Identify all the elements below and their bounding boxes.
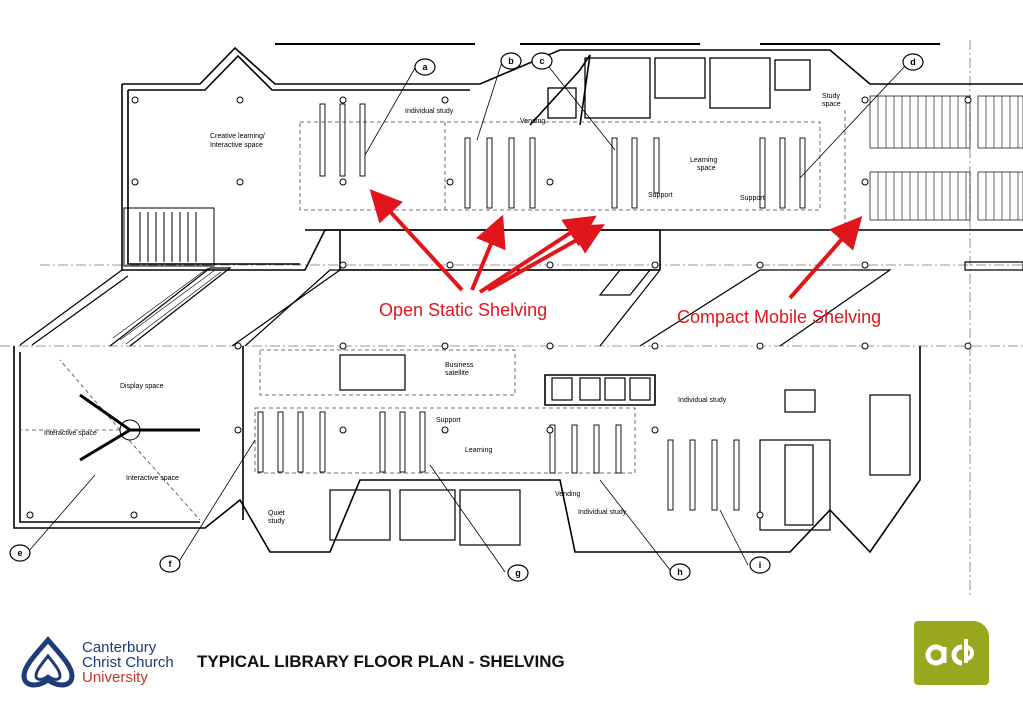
svg-text:a: a (422, 62, 428, 72)
label-individual-study-upper: Individual study (405, 108, 454, 115)
upper-open-shelving (319, 103, 806, 209)
label-quiet-2: study (268, 518, 285, 525)
logo-line-3: University (82, 669, 148, 686)
arrow-open-1 (369, 189, 464, 292)
university-logo: Canterbury Christ Church University (18, 636, 193, 692)
label-interactive-2: Interactive space (126, 475, 179, 482)
label-support-upper-1: Support (648, 192, 673, 199)
upper-toilets (547, 57, 811, 119)
label-learning-space: Learning (690, 157, 717, 164)
lower-blocks (329, 354, 911, 546)
central-ramps (19, 261, 1023, 347)
label-learning-lower: Learning (465, 447, 492, 454)
svg-text:h: h (677, 567, 683, 577)
upper-zones (299, 110, 846, 230)
acp-logo-mark (925, 639, 974, 666)
callout-h: h (669, 563, 691, 581)
label-study-space: Study (822, 93, 840, 100)
label-individual-study-lower: Individual study (578, 509, 627, 516)
label-quiet: Quiet (268, 510, 285, 517)
lower-open-shelving (257, 411, 740, 511)
callouts: a b c d e f g h i (9, 52, 924, 582)
svg-text:g: g (515, 568, 521, 578)
arrow-compact (788, 215, 863, 300)
lower-wing (13, 346, 921, 554)
svg-text:i: i (759, 560, 762, 570)
callout-c: c (531, 52, 553, 70)
label-business-2: satellite (445, 370, 469, 377)
compact-shelving-lines (877, 96, 1019, 220)
label-open-static-shelving: Open Static Shelving (379, 300, 547, 320)
lower-zones (20, 349, 636, 521)
arrow-open-2 (470, 214, 506, 291)
label-compact-mobile-shelving: Compact Mobile Shelving (677, 307, 881, 327)
callout-a: a (414, 58, 436, 76)
label-study-space-2: space (822, 101, 841, 108)
callout-d: d (902, 53, 924, 71)
label-vending-lower: Vending (555, 491, 580, 498)
callout-i: i (749, 556, 771, 574)
label-support-lower: Support (436, 417, 461, 424)
university-emblem-icon (21, 636, 75, 688)
callout-leaders (27, 61, 906, 573)
ramp-hatching (112, 267, 222, 345)
display-fixture (79, 393, 200, 462)
label-interactive-1: Interactive space (44, 430, 97, 437)
compact-shelving-upper (869, 95, 1023, 221)
upper-columns (131, 96, 972, 269)
svg-text:b: b (508, 56, 514, 66)
callout-b: b (500, 52, 522, 70)
callout-f: f (159, 555, 181, 573)
svg-text:e: e (17, 548, 22, 558)
logo-line-1: Canterbury (82, 639, 157, 656)
svg-text:f: f (169, 559, 173, 569)
logo-line-2: Christ Church (82, 654, 174, 671)
svg-text:c: c (539, 56, 544, 66)
acp-logo (914, 621, 989, 685)
label-individual-study-right: Individual study (678, 397, 727, 404)
label-creative: Creative learning/ (210, 133, 265, 140)
callout-g: g (507, 564, 529, 582)
callout-e: e (9, 544, 31, 562)
annotation-labels: Open Static Shelving Compact Mobile Shel… (379, 300, 881, 327)
lower-columns (26, 342, 972, 519)
upper-wing (121, 46, 1023, 271)
label-support-upper-2: Support (740, 195, 765, 202)
room-labels: Creative learning/ Interactive space Ind… (44, 93, 841, 525)
page-title: TYPICAL LIBRARY FLOOR PLAN - SHELVING (197, 652, 565, 671)
label-vending-upper: Vending (520, 118, 545, 125)
label-business: Business (445, 362, 474, 369)
floor-plan: Creative learning/ Interactive space Ind… (0, 40, 1023, 595)
red-arrows (369, 189, 863, 300)
arrow-open-4 (487, 224, 605, 292)
label-learning-space-2: space (697, 165, 716, 172)
label-display: Display space (120, 383, 164, 390)
svg-text:d: d (910, 57, 916, 67)
upper-stairs (123, 207, 215, 267)
label-creative-2: Interactive space (210, 142, 263, 149)
